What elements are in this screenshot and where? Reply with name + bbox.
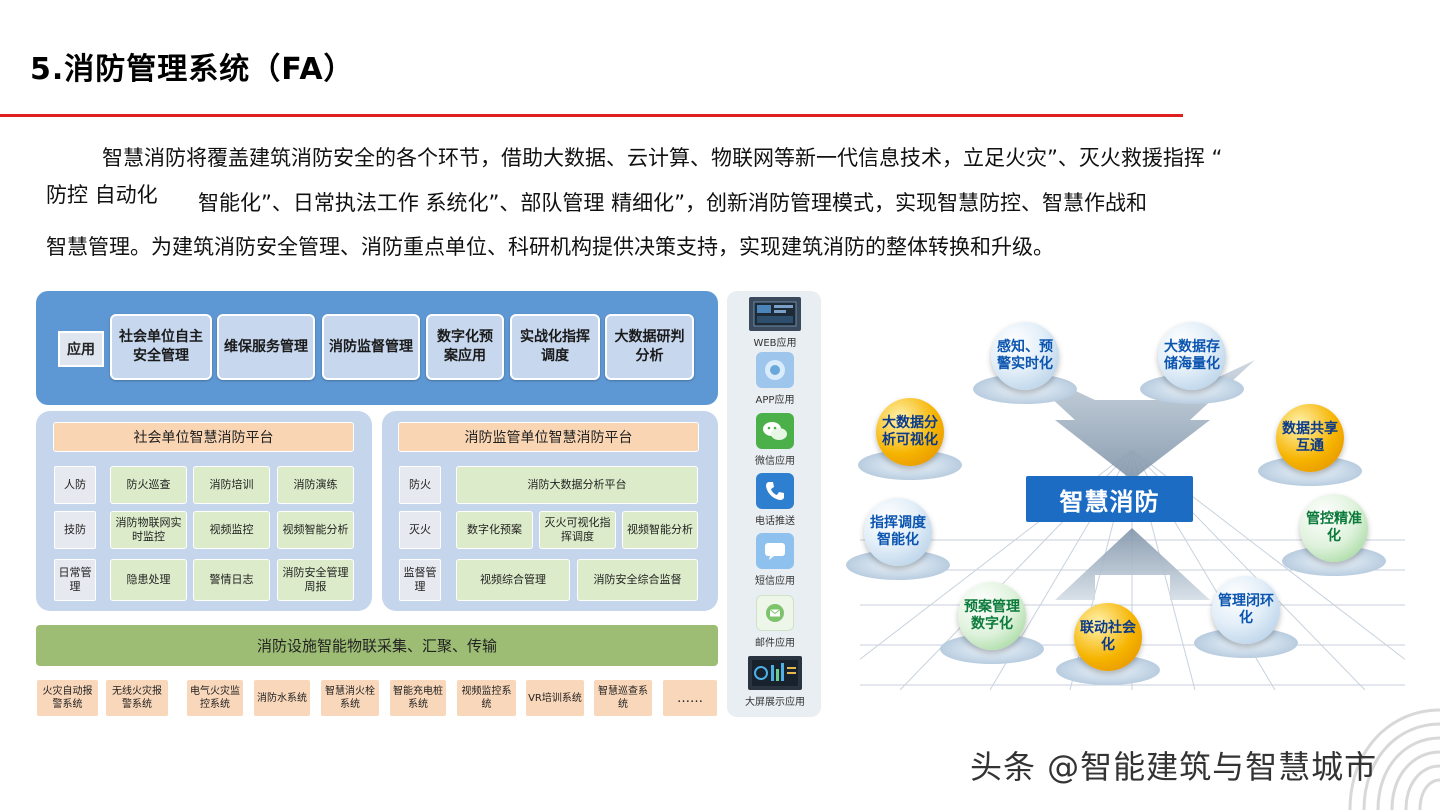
app-item: 数字化预案应用 — [426, 314, 504, 380]
system-box: 消防水系统 — [253, 679, 311, 717]
node-label: 感知、预警实时化 — [991, 322, 1059, 390]
platform-cell: 隐患处理 — [110, 559, 187, 601]
system-box: 智能充电桩系统 — [389, 679, 447, 717]
channel-sms: 短信应用 — [737, 533, 813, 587]
platform-cell: 灭火可视化指挥调度 — [539, 511, 616, 549]
concept-node: 联动社会化 — [1056, 603, 1160, 685]
platform-cell: 防火巡查 — [110, 466, 187, 504]
app-icon — [756, 352, 794, 388]
platform-cell: 警情日志 — [193, 559, 270, 601]
phone-icon — [756, 473, 794, 509]
concept-node: 预案管理数字化 — [940, 582, 1044, 664]
row-label: 监督管理 — [399, 559, 441, 601]
platform-cell: 视频智能分析 — [277, 511, 354, 549]
channel-app: APP应用 — [737, 352, 813, 406]
center-concept: 智慧消防 — [1026, 476, 1193, 522]
platform-cell: 消防安全管理周报 — [277, 559, 354, 601]
node-label: 指挥调度智能化 — [864, 498, 932, 566]
concept-node: 管理闭环化 — [1194, 576, 1298, 658]
app-item: 实战化指挥调度 — [510, 314, 600, 380]
platform-cell: 消防培训 — [193, 466, 270, 504]
concept-node: 大数据分析可视化 — [858, 398, 962, 480]
iot-transport-layer: 消防设施智能物联采集、汇聚、传输 — [36, 625, 718, 666]
system-box: 视频监控系统 — [456, 679, 517, 717]
channel-wechat: 微信应用 — [737, 413, 813, 467]
node-label: 大数据存储海量化 — [1158, 322, 1226, 390]
app-item: 维保服务管理 — [217, 314, 315, 380]
corner-decoration-icon — [1348, 708, 1440, 810]
system-box-more: …… — [662, 679, 718, 717]
channel-label: 电话推送 — [755, 516, 795, 527]
platform-cell: 消防物联网实时监控 — [110, 511, 187, 549]
channel-dashboard: 大屏展示应用 — [737, 656, 813, 708]
platform-cell: 视频监控 — [193, 511, 270, 549]
intro-line-2-left: 防控 自动化 — [46, 183, 158, 207]
node-label: 数据共享互通 — [1276, 404, 1344, 472]
platform-cell: 数字化预案 — [456, 511, 533, 549]
channel-label: 邮件应用 — [755, 638, 795, 649]
node-label: 联动社会化 — [1074, 603, 1142, 671]
app-item: 大数据研判分析 — [605, 314, 694, 380]
node-label: 管理闭环化 — [1212, 576, 1280, 644]
row-label: 灭火 — [399, 511, 441, 549]
platform-cell: 视频智能分析 — [622, 511, 698, 549]
row-label: 日常管理 — [54, 559, 96, 601]
watermark: 头条 @智能建筑与智慧城市 — [970, 748, 1378, 786]
row-label: 防火 — [399, 466, 441, 504]
sms-icon — [756, 533, 794, 569]
concept-node: 大数据存储海量化 — [1140, 322, 1244, 404]
page-title: 5.消防管理系统（FA） — [30, 52, 355, 87]
system-box: 火灾自动报警系统 — [36, 679, 99, 717]
system-box: 电气火灾监控系统 — [186, 679, 244, 717]
system-box: 智慧巡查系统 — [593, 679, 653, 717]
concept-node: 数据共享互通 — [1258, 404, 1362, 486]
intro-line-2-right: 智能化”、日常执法工作 系统化”、部队管理 精细化”，创新消防管理模式，实现智慧… — [198, 191, 1147, 215]
channel-label: 微信应用 — [755, 456, 795, 467]
row-label: 人防 — [54, 466, 96, 504]
dashboard-screen-icon — [748, 656, 802, 690]
concept-node: 管控精准化 — [1282, 494, 1386, 576]
platform-title: 社会单位智慧消防平台 — [53, 422, 354, 452]
wechat-icon — [756, 413, 794, 449]
title-divider — [0, 114, 1183, 117]
app-item: 消防监督管理 — [322, 314, 420, 380]
intro-line-1: 智慧消防将覆盖建筑消防安全的各个环节，借助大数据、云计算、物联网等新一代信息技术… — [102, 146, 1223, 170]
mail-icon — [756, 595, 794, 631]
system-box: 无线火灾报警系统 — [105, 679, 169, 717]
platform-cell: 视频综合管理 — [456, 559, 570, 601]
channel-mail: 邮件应用 — [737, 595, 813, 649]
platform-cell: 消防安全综合监督 — [577, 559, 698, 601]
channel-label: APP应用 — [755, 395, 795, 406]
node-label: 预案管理数字化 — [958, 582, 1026, 650]
channel-label: WEB应用 — [753, 338, 797, 349]
platform-title: 消防监管单位智慧消防平台 — [398, 422, 699, 452]
channel-phone: 电话推送 — [737, 473, 813, 527]
platform-cell: 消防演练 — [277, 466, 354, 504]
platform-cell: 消防大数据分析平台 — [456, 466, 698, 504]
app-item: 社会单位自主安全管理 — [110, 314, 212, 380]
system-box: 智慧消火栓系统 — [320, 679, 380, 717]
channel-label: 短信应用 — [755, 576, 795, 587]
node-label: 大数据分析可视化 — [876, 398, 944, 466]
concept-node: 感知、预警实时化 — [973, 322, 1077, 404]
web-screen-icon — [749, 297, 801, 331]
system-box: VR培训系统 — [525, 679, 585, 717]
node-label: 管控精准化 — [1300, 494, 1368, 562]
concept-node: 指挥调度智能化 — [846, 498, 950, 580]
row-label: 技防 — [54, 511, 96, 549]
channel-web: WEB应用 — [737, 297, 813, 349]
intro-line-3: 智慧管理。为建筑消防安全管理、消防重点单位、科研机构提供决策支持，实现建筑消防的… — [46, 235, 1054, 259]
up-arrow — [1055, 528, 1210, 600]
app-layer-label: 应用 — [58, 331, 104, 367]
channel-label: 大屏展示应用 — [745, 697, 805, 708]
